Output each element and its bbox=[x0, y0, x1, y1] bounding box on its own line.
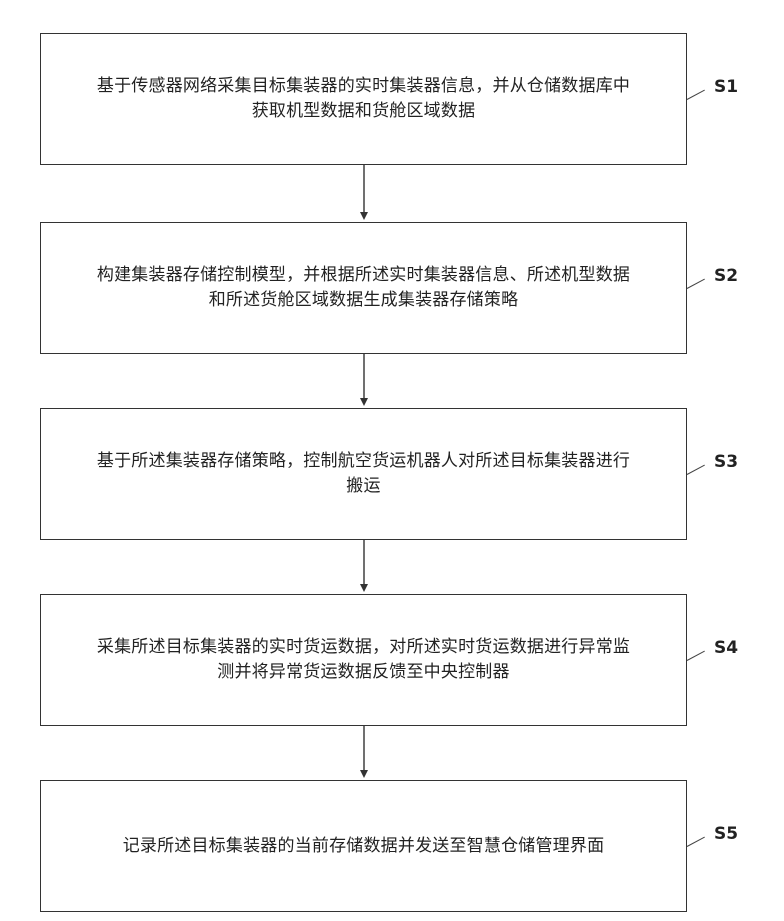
flow-arrows bbox=[0, 0, 784, 921]
